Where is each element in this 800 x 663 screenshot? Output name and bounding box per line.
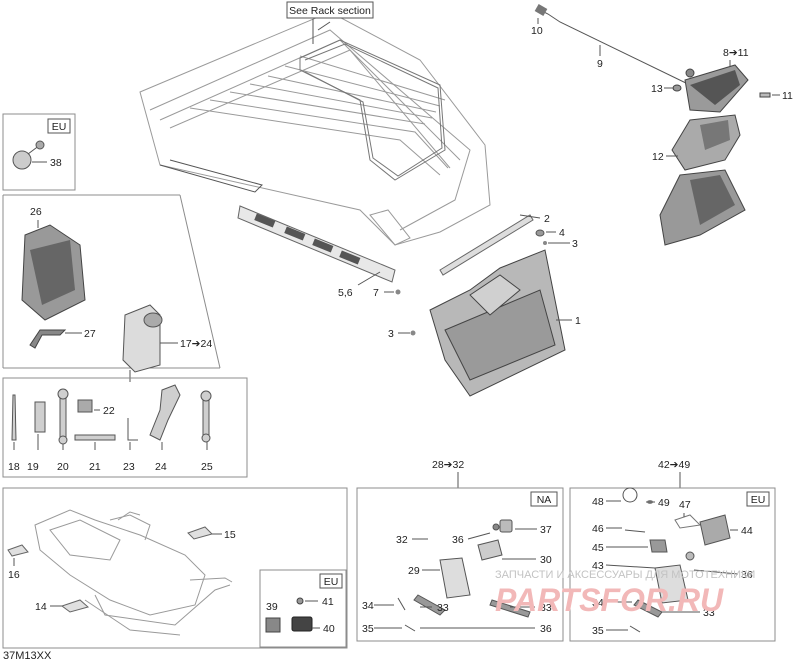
eu-reflector-box <box>259 569 347 648</box>
callout-14: 14 <box>35 601 47 613</box>
mud-flap-drawing <box>429 249 566 397</box>
callout-18: 18 <box>8 461 20 473</box>
callout-20: 20 <box>57 461 69 473</box>
diagram-code: 37M13XX <box>3 650 52 662</box>
callout-46: 46 <box>592 523 604 535</box>
eu-label-b: EU <box>324 576 339 588</box>
callout-34a: 34 <box>362 600 374 612</box>
snowmobile-drawing <box>34 509 233 636</box>
callout-5-6: 5,6 <box>338 287 353 299</box>
eu-plate-box <box>569 487 776 642</box>
screw-7 <box>395 289 401 295</box>
callout-45: 45 <box>592 542 604 554</box>
callout-25: 25 <box>201 461 213 473</box>
callout-17-24: 17➔24 <box>180 338 212 350</box>
callout-37: 37 <box>540 524 552 536</box>
na-plate-box <box>356 487 564 642</box>
callout-43: 43 <box>592 560 604 572</box>
nut-4 <box>535 229 545 237</box>
rack-platform-drawing <box>139 11 491 246</box>
callout-36a: 36 <box>452 534 464 546</box>
tools-box <box>2 377 248 478</box>
watermark-line1: ЗАПЧАСТИ И АКСЕССУАРЫ ДЛЯ МОТОТЕХНИКИ <box>495 569 755 581</box>
callout-11: 11 <box>782 90 793 102</box>
callout-28-32: 28➔32 <box>432 459 464 471</box>
na-tag <box>530 491 558 507</box>
callout-33a: 33 <box>437 602 449 614</box>
callout-27: 27 <box>84 328 96 340</box>
watermark-line2: PARTSFOR.RU <box>495 582 724 618</box>
callout-42-49: 42➔49 <box>658 459 690 471</box>
callout-23: 23 <box>123 461 135 473</box>
callout-33b: 33 <box>703 607 715 619</box>
reinforcement-strip <box>439 214 534 276</box>
eu-tag-a <box>47 118 71 134</box>
callout-16: 16 <box>8 569 20 581</box>
tool-bag-box <box>2 194 221 369</box>
callout-4: 4 <box>559 227 565 239</box>
callout-7: 7 <box>373 287 379 299</box>
eu-tag-c <box>746 491 770 507</box>
eu-plate-drawing <box>622 487 731 618</box>
callout-29: 29 <box>408 565 420 577</box>
callout-30: 30 <box>540 554 552 566</box>
callout-19: 19 <box>27 461 39 473</box>
screw-3b <box>410 330 416 336</box>
side-bracket-drawing <box>237 205 396 283</box>
eu-label-a: EU <box>52 121 67 133</box>
callout-15: 15 <box>224 529 236 541</box>
callout-34b: 34 <box>592 597 604 609</box>
screw-3a <box>543 241 547 245</box>
decal-16 <box>7 544 29 557</box>
callout-9: 9 <box>597 58 603 70</box>
callout-3a: 3 <box>572 238 578 250</box>
callout-26: 26 <box>30 206 42 218</box>
eu-tag-b <box>319 573 343 589</box>
callout-28: 36 <box>540 623 552 635</box>
na-plate-drawing <box>397 519 531 632</box>
screw-41 <box>296 597 304 605</box>
callout-31: 33 <box>540 602 552 614</box>
tail-light-drawing <box>534 4 771 246</box>
callout-2: 2 <box>544 213 550 225</box>
callout-39: 39 <box>266 601 278 613</box>
callout-44: 44 <box>741 525 753 537</box>
reflector-40 <box>291 616 313 632</box>
mirror-drawing <box>12 140 45 170</box>
callout-24: 24 <box>155 461 167 473</box>
callout-35a: 35 <box>362 623 374 635</box>
callout-22: 22 <box>103 405 115 417</box>
callout-1: 1 <box>575 315 581 327</box>
callout-3b: 3 <box>388 328 394 340</box>
rack-note: See Rack section <box>289 5 371 17</box>
eu-mirror-box <box>2 113 76 191</box>
callout-49: 49 <box>658 497 670 509</box>
callout-41: 41 <box>322 596 334 608</box>
callout-40: 40 <box>323 623 335 635</box>
callout-48: 48 <box>592 496 604 508</box>
callout-12: 12 <box>652 151 664 163</box>
callout-13: 13 <box>651 83 663 95</box>
rack-note-box <box>286 1 374 19</box>
callout-47: 47 <box>679 499 691 511</box>
decal-15 <box>187 526 213 540</box>
callout-35b: 35 <box>592 625 604 637</box>
snowmobile-box <box>2 487 348 649</box>
callout-10: 10 <box>531 25 543 37</box>
callout-38: 38 <box>50 157 62 169</box>
callout-32: 32 <box>396 534 408 546</box>
callout-21: 21 <box>89 461 101 473</box>
eu-label-c: EU <box>751 494 766 506</box>
reflector-39 <box>265 617 281 633</box>
decal-14 <box>60 599 90 613</box>
tools-drawing <box>11 384 212 445</box>
na-label: NA <box>537 494 552 506</box>
callout-8-11: 8➔11 <box>723 47 749 59</box>
callout-36b: 36 <box>741 569 753 581</box>
tool-bag-drawing <box>21 224 163 373</box>
